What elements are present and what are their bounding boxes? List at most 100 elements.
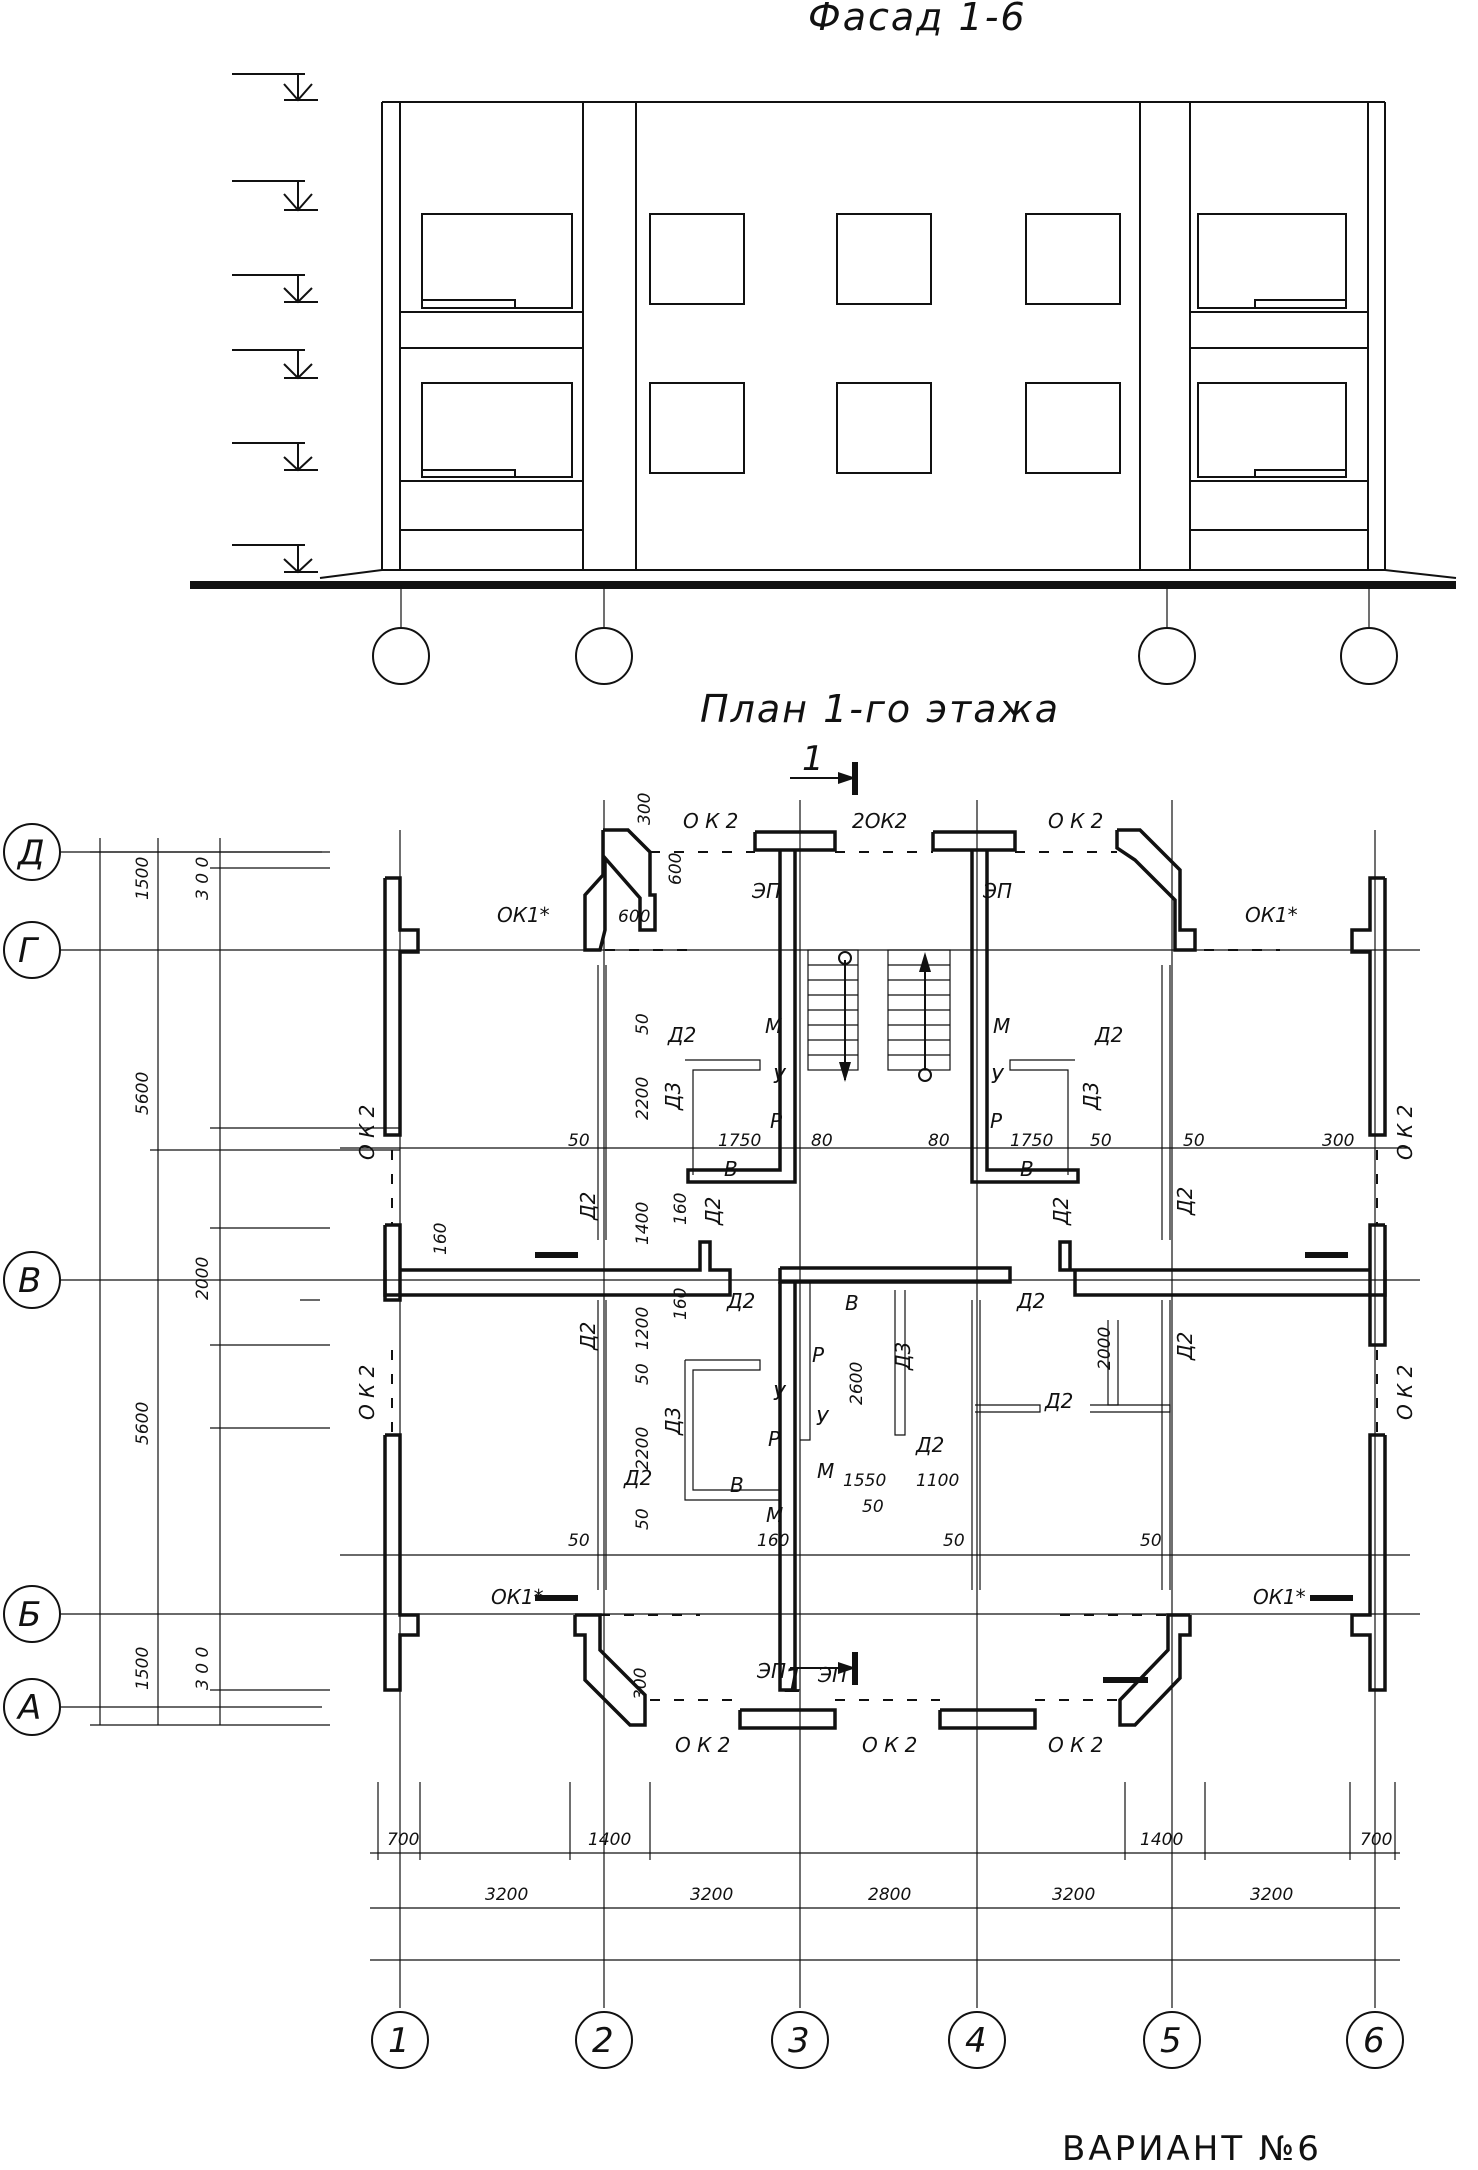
axis-label-B: Б (18, 1595, 41, 1635)
svg-text:О К 2: О К 2 (683, 809, 738, 833)
axis-label-D: Д (16, 833, 45, 873)
svg-text:В: В (845, 1291, 859, 1315)
svg-text:3 0 0: 3 0 0 (193, 1647, 213, 1690)
right-bay-windows (1190, 213, 1368, 531)
svg-text:1100: 1100 (916, 1471, 959, 1491)
svg-text:Д2: Д2 (1173, 1187, 1197, 1216)
level-mark (232, 274, 318, 304)
svg-text:У: У (991, 1064, 1005, 1088)
svg-text:Р: Р (812, 1343, 825, 1367)
axis-bubble-row (3, 1585, 61, 1643)
svg-text:О К 2: О К 2 (355, 1105, 379, 1160)
window-openings (391, 851, 1378, 1701)
svg-text:Р: Р (990, 1109, 1003, 1133)
bottom-dimension-chains: 700 1400 1400 700 3200 3200 2800 3200 32… (370, 1782, 1400, 1961)
svg-text:3200: 3200 (1052, 1885, 1095, 1905)
svg-text:5600: 5600 (133, 1072, 153, 1115)
svg-text:700: 700 (387, 1830, 419, 1850)
svg-text:1500: 1500 (133, 1647, 153, 1690)
svg-text:50: 50 (568, 1131, 590, 1151)
svg-text:50: 50 (633, 1508, 653, 1530)
axis-bubble-row (3, 921, 61, 979)
svg-text:М: М (765, 1014, 782, 1038)
svg-text:160: 160 (431, 1223, 451, 1255)
svg-text:Д2: Д2 (726, 1289, 755, 1313)
svg-text:3200: 3200 (690, 1885, 733, 1905)
svg-text:160: 160 (671, 1193, 691, 1225)
axis-label-1: 1 (388, 2021, 410, 2061)
exterior-walls (300, 828, 1410, 1730)
axis-label-4: 4 (965, 2021, 987, 2061)
floor-plan: План 1-го этажа 1 1 Д Г (3, 687, 1420, 2069)
svg-text:ЭП: ЭП (817, 1663, 847, 1687)
svg-text:Д2: Д2 (667, 1023, 696, 1047)
svg-text:О К 2: О К 2 (355, 1365, 379, 1420)
svg-text:1400: 1400 (1140, 1830, 1183, 1850)
svg-text:Д2: Д2 (1044, 1389, 1073, 1413)
svg-text:О К 2: О К 2 (675, 1733, 730, 1757)
svg-text:О К 2: О К 2 (1393, 1365, 1417, 1420)
svg-text:О К 2: О К 2 (862, 1733, 917, 1757)
stairs (807, 949, 951, 1082)
svg-text:1500: 1500 (133, 857, 153, 900)
svg-text:ЭП: ЭП (982, 879, 1012, 903)
svg-text:1: 1 (802, 739, 824, 779)
svg-text:700: 700 (1360, 1830, 1392, 1850)
svg-text:2600: 2600 (847, 1362, 867, 1405)
facade-axis-bubbles (372, 585, 1398, 685)
svg-text:5600: 5600 (133, 1402, 153, 1445)
svg-text:Д2: Д2 (1173, 1332, 1197, 1361)
plan-dimensions: 300 600 600 50 2200 50 1750 80 80 1750 5… (431, 793, 1354, 1700)
svg-text:1400: 1400 (588, 1830, 631, 1850)
axis-bubble-row (3, 823, 61, 881)
svg-text:300: 300 (1322, 1131, 1354, 1151)
axis-label-A: А (16, 1688, 41, 1728)
svg-text:У: У (773, 1381, 787, 1405)
level-mark (232, 349, 318, 380)
section-mark-top: 1 (790, 739, 858, 795)
svg-text:Д2: Д2 (1016, 1289, 1045, 1313)
level-mark (232, 73, 318, 102)
svg-text:2200: 2200 (633, 1427, 653, 1470)
axis-label-3: 3 (788, 2021, 810, 2061)
svg-text:О К 2: О К 2 (1048, 809, 1103, 833)
column-axes: 1 2 3 4 5 6 (371, 800, 1404, 2069)
svg-text:50: 50 (1183, 1131, 1205, 1151)
svg-text:Д3: Д3 (1079, 1082, 1103, 1111)
left-dimension-chains: 1500 5600 5600 1500 3 0 0 2000 3 0 0 (90, 838, 400, 1726)
svg-text:ОК1*: ОК1* (497, 903, 550, 927)
svg-text:Р: Р (770, 1109, 783, 1133)
svg-text:80: 80 (811, 1131, 833, 1151)
svg-text:1400: 1400 (633, 1202, 653, 1245)
svg-text:50: 50 (633, 1013, 653, 1035)
variant-label: ВАРИАНТ №6 (1062, 2129, 1322, 2169)
svg-text:Д2: Д2 (1094, 1023, 1123, 1047)
svg-text:Д2: Д2 (915, 1433, 944, 1457)
svg-text:В: В (1020, 1157, 1034, 1181)
axis-bubble-row (3, 1678, 61, 1736)
svg-text:50: 50 (633, 1363, 653, 1385)
axis-label-G: Г (18, 931, 40, 971)
svg-text:300: 300 (635, 793, 655, 825)
axis-label-5: 5 (1160, 2021, 1182, 2061)
svg-text:3200: 3200 (485, 1885, 528, 1905)
svg-text:Д2: Д2 (623, 1466, 652, 1490)
svg-text:3200: 3200 (1250, 1885, 1293, 1905)
svg-text:ОК1*: ОК1* (491, 1585, 544, 1609)
svg-text:50: 50 (1140, 1531, 1162, 1551)
center-windows (649, 213, 1121, 474)
svg-text:Д3: Д3 (891, 1342, 915, 1371)
svg-text:У: У (773, 1064, 787, 1088)
svg-text:Д2: Д2 (1049, 1197, 1073, 1226)
level-marks (232, 73, 318, 574)
axis-label-6: 6 (1363, 2021, 1385, 2061)
svg-text:2800: 2800 (868, 1885, 911, 1905)
svg-text:М: М (766, 1503, 783, 1527)
svg-text:Д3: Д3 (661, 1407, 685, 1436)
facade-body (190, 101, 1457, 589)
svg-text:160: 160 (671, 1288, 691, 1320)
svg-text:2ОК2: 2ОК2 (852, 809, 907, 833)
svg-text:Р: Р (768, 1427, 781, 1451)
svg-text:В: В (730, 1473, 744, 1497)
svg-text:50: 50 (862, 1497, 884, 1517)
